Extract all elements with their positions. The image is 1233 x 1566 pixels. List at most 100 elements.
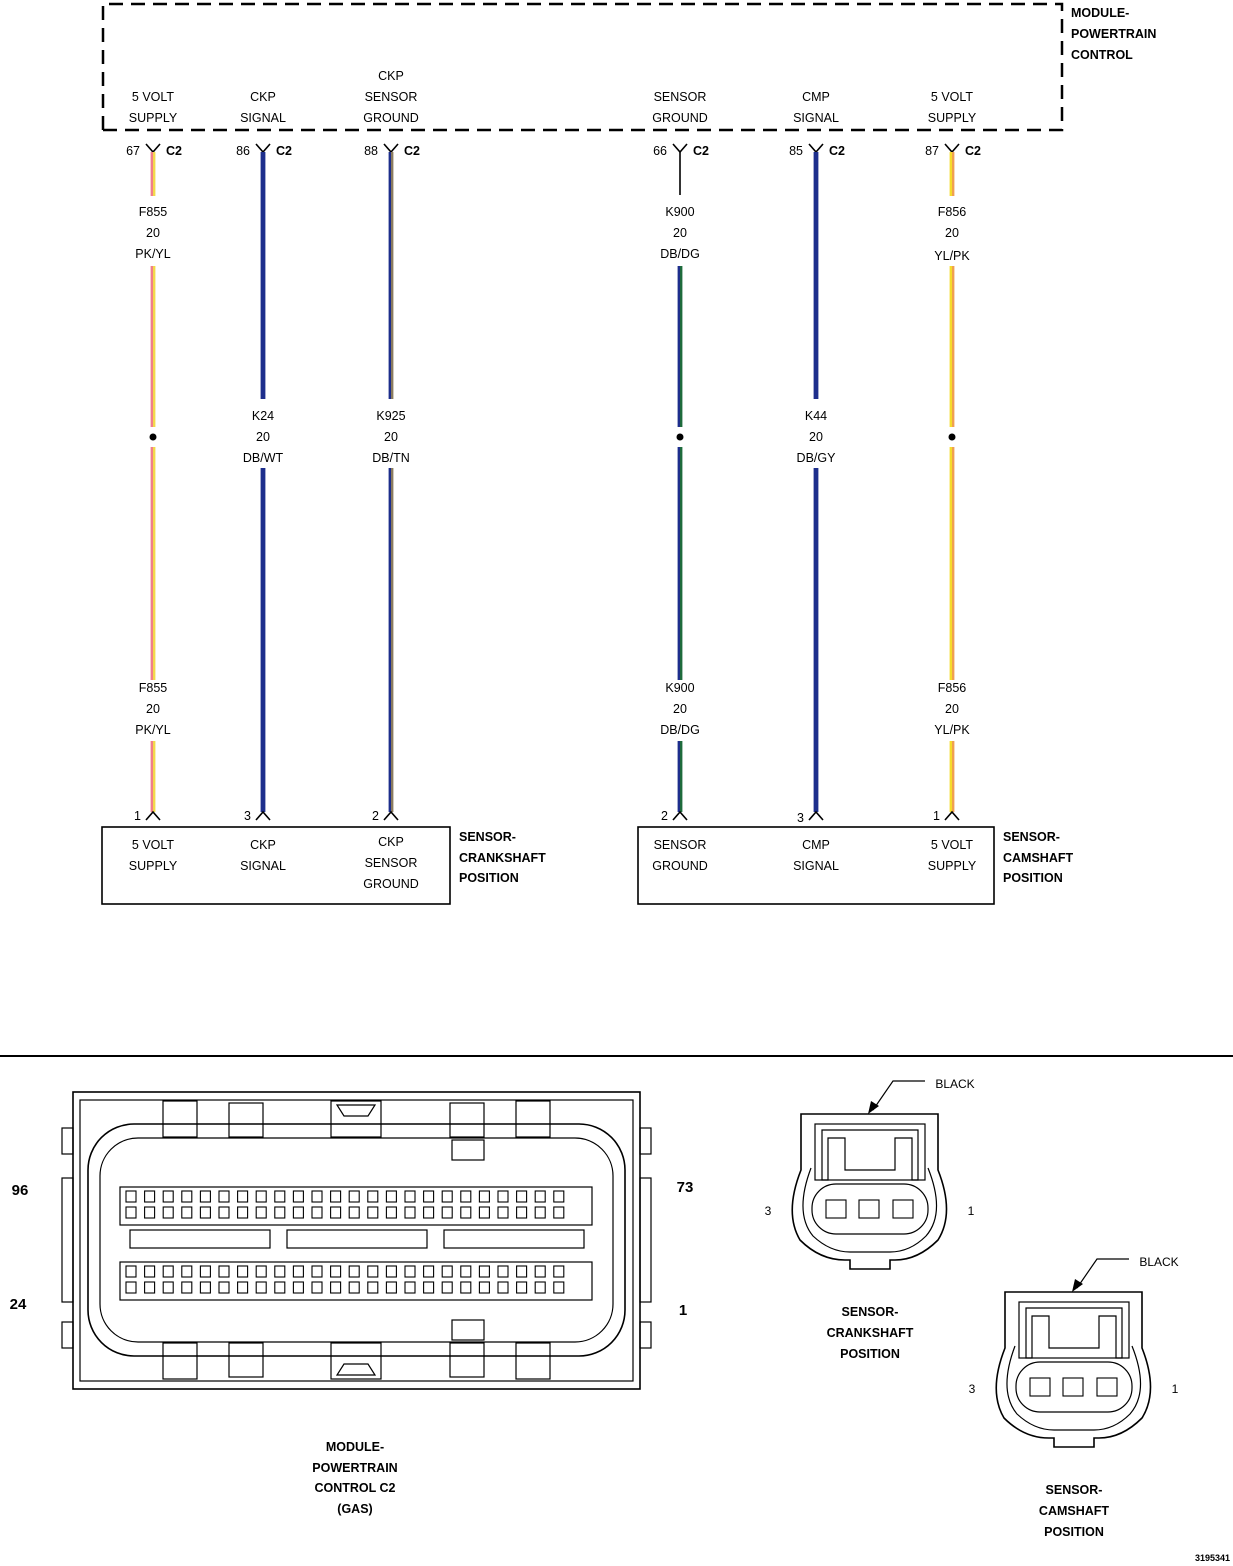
pcm-cavity [441,1265,453,1278]
middle-slot-3 [443,1229,585,1249]
ckp-pin-label-left: 3 [765,1204,772,1218]
pcm-cavity [330,1265,342,1278]
pcm-cavity [274,1190,286,1203]
pcm-view-title-4: (GAS) [337,1502,372,1516]
pcm-connector-shroud-inner [99,1137,614,1343]
pcm-connector-id: C2 [693,144,709,158]
top-latch-2 [228,1102,264,1138]
pcm-pin-grid [125,1190,565,1294]
pcm-cavity [385,1190,397,1203]
pcm-label-w1-2: SUPPLY [129,111,178,125]
cmp-latch-outer [1018,1301,1130,1359]
pcm-cavity [237,1281,249,1294]
ckp-view-title-1: SENSOR- [842,1305,899,1319]
pcm-cavity [292,1265,304,1278]
lower-circuit: K900 [665,681,694,695]
ckp-title-1: SENSOR- [459,830,516,844]
ckp-label-2a: CKP [378,835,404,849]
ckp-title-3: POSITION [459,871,519,885]
mid-color: DB/TN [372,451,410,465]
pcm-cavity [460,1265,472,1278]
cmp-title-3: POSITION [1003,871,1063,885]
cmp-latch-inner [1025,1307,1123,1359]
right-tab-lower [639,1321,652,1349]
upper-cavity-block [119,1186,593,1226]
upper-color: YL/PK [934,249,970,263]
pcm-cavity [367,1265,379,1278]
lower-gauge: 20 [673,702,687,716]
pcm-cavity [199,1281,211,1294]
upper-color: PK/YL [135,247,170,261]
pcm-cavity [199,1265,211,1278]
figure-id: 3195341 [1195,1553,1230,1563]
pcm-pin-number: 67 [126,144,140,158]
pcm-terminal-symbol [808,143,824,154]
pcm-title-line-1: MODULE- [1071,6,1129,20]
pcm-cavity [497,1281,509,1294]
upper-gauge: 20 [146,226,160,240]
pcm-cavity [478,1281,490,1294]
lower-color: DB/DG [660,723,700,737]
bottom-latch-3 [330,1342,382,1380]
ckp-pin-3 [825,1199,847,1219]
mid-color: DB/GY [797,451,837,465]
pcm-cavity [534,1265,546,1278]
right-tab-upper [639,1127,652,1155]
bottom-key [451,1319,485,1341]
mid-circuit: K925 [376,409,405,423]
pcm-cavity [218,1265,230,1278]
pcm-title-line-3: CONTROL [1071,48,1133,62]
pcm-cavity [218,1190,230,1203]
pcm-cavity [218,1281,230,1294]
pcm-label-w4-2: GROUND [652,111,708,125]
pcm-label-w2-2: SIGNAL [240,111,286,125]
sensor-pin-number: 1 [134,809,141,823]
top-latch-3-detail [335,1104,377,1117]
pcm-cavity [144,1206,156,1219]
pcm-cavity [125,1265,137,1278]
pcm-cavity [553,1190,565,1203]
pcm-cavity [181,1265,193,1278]
pcm-cavity [255,1206,267,1219]
lower-circuit: F855 [139,681,168,695]
sensor-terminal-symbol [145,810,161,821]
ckp-sensor-box [101,826,451,905]
pcm-cavity [516,1265,528,1278]
pcm-cavity [553,1265,565,1278]
pcm-terminal-symbol [944,143,960,154]
ckp-latch-outer [814,1123,926,1181]
cmp-label-2b: GROUND [652,859,708,873]
pcm-cavity [441,1281,453,1294]
upper-color: DB/DG [660,247,700,261]
cmp-pin-2 [1062,1377,1084,1397]
pcm-cavity [292,1206,304,1219]
pcm-connector-id: C2 [404,144,420,158]
ckp-label-1b: SUPPLY [129,859,178,873]
lower-cavity-block [119,1261,593,1301]
ckp-sensor-labels: 5 VOLT SUPPLY CKP SIGNAL CKP SENSOR GROU… [129,830,546,891]
ckp-title-2: CRANKSHAFT [459,851,546,865]
left-tab-lower [61,1321,74,1349]
ckp-label-3b: SIGNAL [240,859,286,873]
pcm-cavity [162,1206,174,1219]
pcm-cavity [478,1265,490,1278]
pin-label-24: 24 [10,1296,27,1313]
ckp-connector-view: BLACK 3 1 SENSOR- CRANKSHAFT POSITION [765,1077,975,1361]
pcm-connector-id: C2 [276,144,292,158]
pcm-cavity [460,1206,472,1219]
splice-node [676,433,684,441]
pcm-pin-number: 88 [364,144,378,158]
cmp-sensor-labels: SENSOR GROUND CMP SIGNAL 5 VOLT SUPPLY S… [652,830,1073,885]
cmp-title-1: SENSOR- [1003,830,1060,844]
pcm-cavity [125,1206,137,1219]
ckp-leader-line [872,1080,925,1111]
pcm-cavity [441,1190,453,1203]
pcm-cavity [460,1281,472,1294]
pin-label-73: 73 [677,1179,694,1196]
ckp-housing-inner [802,1167,938,1253]
mid-gauge: 20 [256,430,270,444]
bottom-latch-3-detail [335,1363,377,1376]
pcm-cavity [330,1206,342,1219]
pcm-cavity [311,1265,323,1278]
